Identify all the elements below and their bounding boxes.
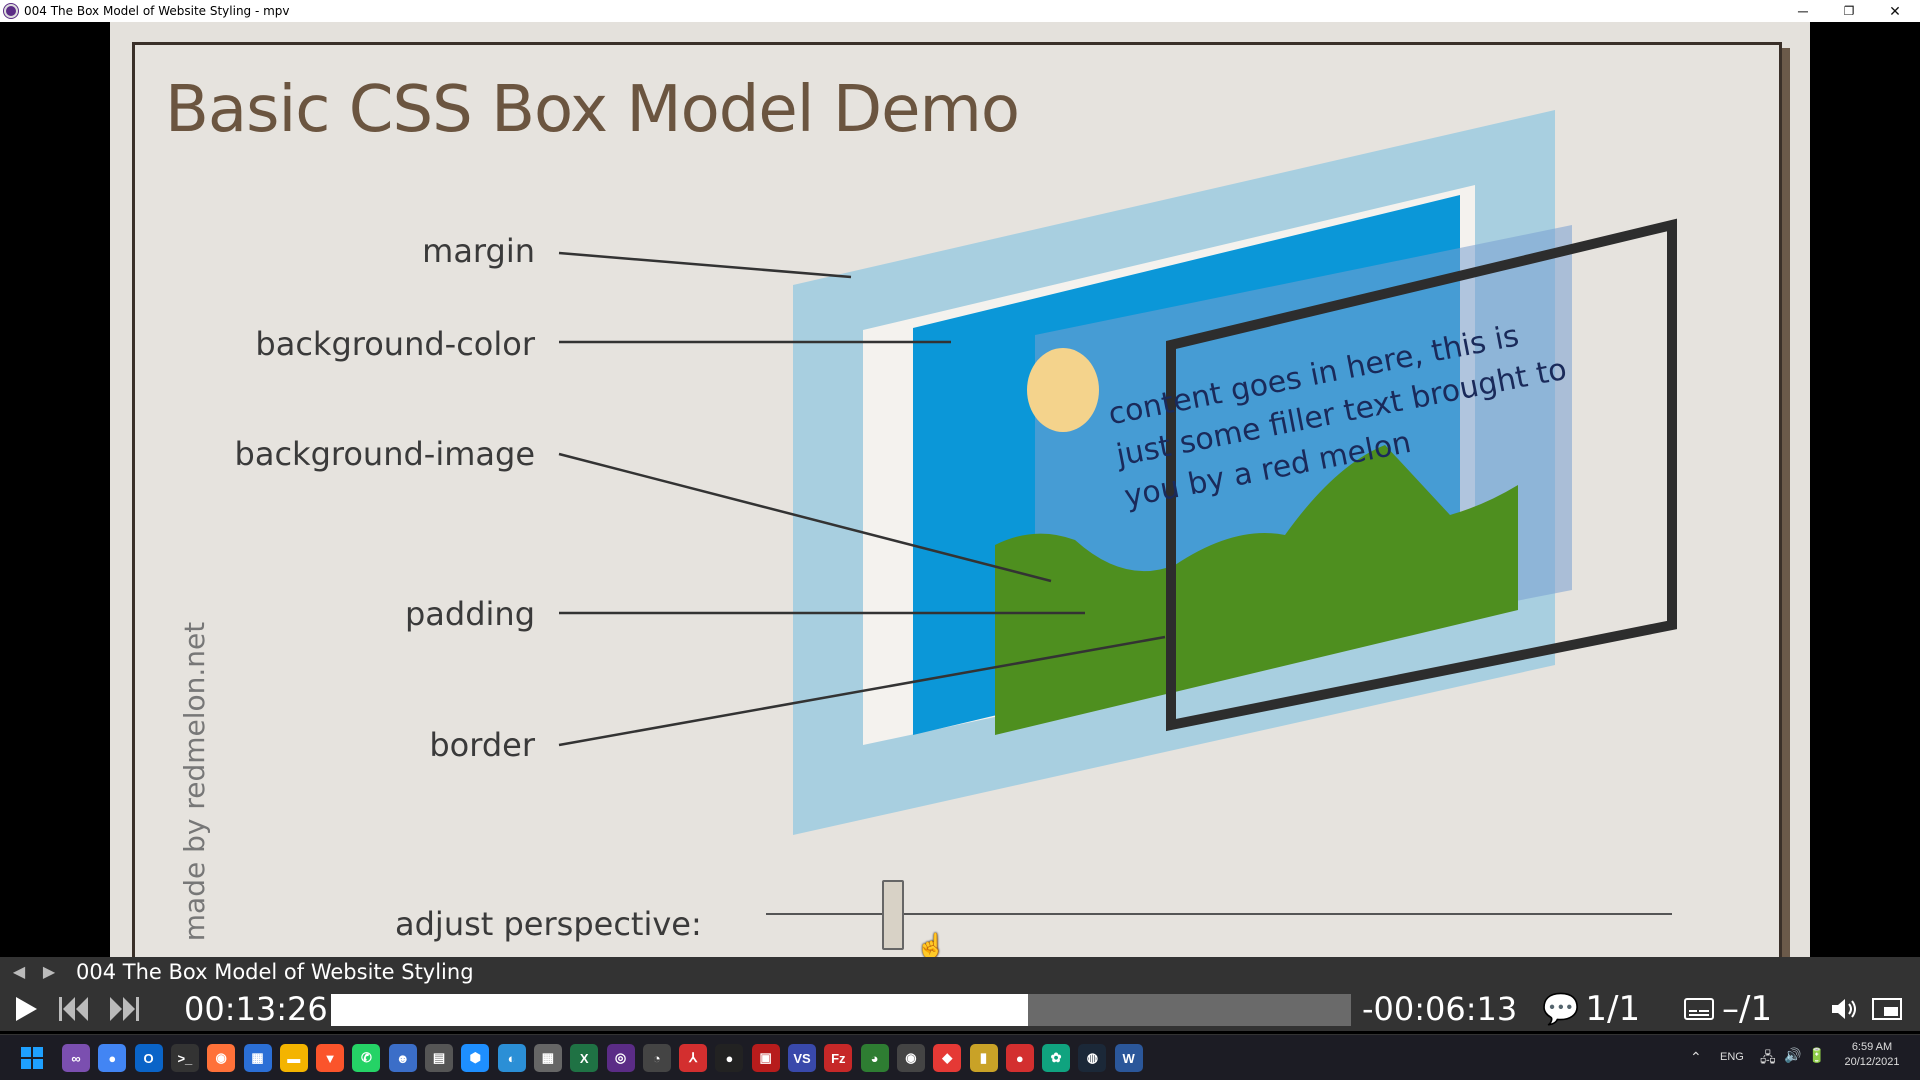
acrobat-icon[interactable]: ⅄: [679, 1044, 708, 1072]
book-icon[interactable]: ▮: [969, 1044, 998, 1072]
video-frame[interactable]: Basic CSS Box Model Demo: [110, 22, 1810, 957]
skip-back-button[interactable]: [58, 987, 90, 1031]
chapter-count: 1/1: [1585, 989, 1641, 1029]
fullscreen-button[interactable]: [1872, 987, 1902, 1031]
terminal-icon[interactable]: >_: [170, 1044, 199, 1072]
player-controls: ◀ ▶ 004 The Box Model of Website Styling…: [0, 957, 1920, 1031]
slide-title: Basic CSS Box Model Demo: [165, 73, 1020, 147]
subtitle-track: –/1: [1722, 989, 1773, 1029]
camera-icon[interactable]: ●: [715, 1044, 744, 1072]
start-button[interactable]: [18, 1044, 46, 1072]
media-title: 004 The Box Model of Website Styling: [76, 960, 474, 984]
skip-back-icon: [59, 997, 88, 1021]
label-padding: padding: [404, 595, 535, 633]
seek-bar[interactable]: [331, 994, 1351, 1026]
label-background-image: background-image: [234, 435, 535, 473]
globe-icon[interactable]: ◕: [860, 1044, 889, 1072]
skip-forward-icon: [110, 997, 139, 1021]
whatsapp-icon[interactable]: ✆: [352, 1044, 381, 1072]
title-bar: 004 The Box Model of Website Styling - m…: [0, 0, 1920, 22]
mpv-icon[interactable]: ◎: [606, 1044, 635, 1072]
time-remaining[interactable]: -00:06:13: [1362, 990, 1518, 1028]
next-playlist-icon[interactable]: ▶: [42, 964, 56, 981]
firefox-icon[interactable]: ◉: [207, 1044, 236, 1072]
close-button[interactable]: ✕: [1889, 2, 1901, 19]
language-indicator[interactable]: ENG: [1720, 1051, 1744, 1063]
play-button[interactable]: [14, 987, 38, 1031]
speedometer-icon[interactable]: ◔: [642, 1044, 671, 1072]
clapper-icon[interactable]: ▤: [425, 1044, 453, 1072]
skip-forward-button[interactable]: [108, 987, 140, 1031]
slide: Basic CSS Box Model Demo: [132, 42, 1782, 957]
calculator-icon[interactable]: ▦: [533, 1044, 562, 1072]
subtitle-icon: [1684, 998, 1714, 1020]
show-hidden-icons-icon[interactable]: ⌃: [1690, 1049, 1702, 1065]
people-icon[interactable]: ☻: [388, 1044, 417, 1072]
word-icon[interactable]: W: [1114, 1044, 1143, 1072]
speaker-icon[interactable]: 🔊: [1784, 1047, 1802, 1063]
network-icon[interactable]: 🖧: [1760, 1049, 1776, 1065]
hand-cursor-icon: ☝: [916, 933, 946, 957]
volume-button[interactable]: [1830, 987, 1860, 1031]
hills-shape: [995, 445, 1518, 735]
cpu-icon[interactable]: ▣: [751, 1044, 780, 1072]
window-title: 004 The Box Model of Website Styling - m…: [24, 4, 290, 18]
brave-icon[interactable]: ▼: [316, 1044, 345, 1072]
battery-icon[interactable]: 🔋: [1808, 1047, 1826, 1063]
credit-text: made by redmelon.net: [178, 621, 212, 942]
volume-icon: [1832, 999, 1856, 1019]
prev-playlist-icon[interactable]: ◀: [12, 964, 26, 981]
time-position[interactable]: 00:13:26: [184, 990, 328, 1028]
label-border: border: [429, 726, 535, 764]
visual-studio-icon[interactable]: ∞: [62, 1044, 90, 1072]
fullscreen-icon: [1872, 998, 1902, 1020]
minimize-button[interactable]: ─: [1798, 3, 1808, 19]
vs-code-icon[interactable]: VS: [788, 1044, 816, 1072]
clock-time: 6:59 AM: [1851, 1041, 1893, 1053]
obs-icon[interactable]: ◉: [896, 1044, 925, 1072]
perspective-slider-track[interactable]: [766, 913, 1672, 915]
edge-icon[interactable]: ◐: [497, 1044, 526, 1072]
border-frame: [1166, 218, 1677, 732]
store-icon[interactable]: ▦: [243, 1044, 272, 1072]
play-icon: [16, 997, 37, 1021]
windows-icon: [21, 1047, 43, 1069]
seek-bar-fill: [331, 994, 1028, 1026]
clock[interactable]: 6:59 AM 20/12/2021: [1842, 1041, 1902, 1068]
subtitle-button[interactable]: –/1: [1684, 987, 1772, 1031]
outlook-icon[interactable]: O: [134, 1044, 163, 1072]
excel-icon[interactable]: X: [570, 1044, 599, 1072]
comment-icon: 💬: [1542, 991, 1580, 1027]
chapter-button[interactable]: 💬 1/1: [1542, 987, 1640, 1031]
filezilla-icon[interactable]: Fz: [824, 1044, 853, 1072]
steam-icon[interactable]: ◍: [1078, 1044, 1107, 1072]
anydesk-icon[interactable]: ◆: [933, 1044, 962, 1072]
chatgpt-icon[interactable]: ✿: [1042, 1044, 1071, 1072]
chrome-icon[interactable]: ●: [98, 1044, 127, 1072]
mpv-app-icon: [4, 4, 18, 18]
clock-date: 20/12/2021: [1844, 1056, 1900, 1068]
box-model-illustration: content goes in here, this is just some …: [558, 110, 1677, 835]
record-icon[interactable]: ●: [1005, 1044, 1034, 1072]
restore-button[interactable]: ❐: [1843, 4, 1855, 18]
shield-icon[interactable]: ⬢: [461, 1044, 490, 1072]
label-margin: margin: [422, 232, 535, 270]
label-background-color: background-color: [255, 325, 535, 363]
adjust-perspective-label: adjust perspective:: [395, 905, 702, 943]
file-explorer-icon[interactable]: ▬: [279, 1044, 308, 1072]
sun-shape: [1027, 348, 1099, 432]
perspective-slider-thumb[interactable]: [881, 880, 904, 950]
